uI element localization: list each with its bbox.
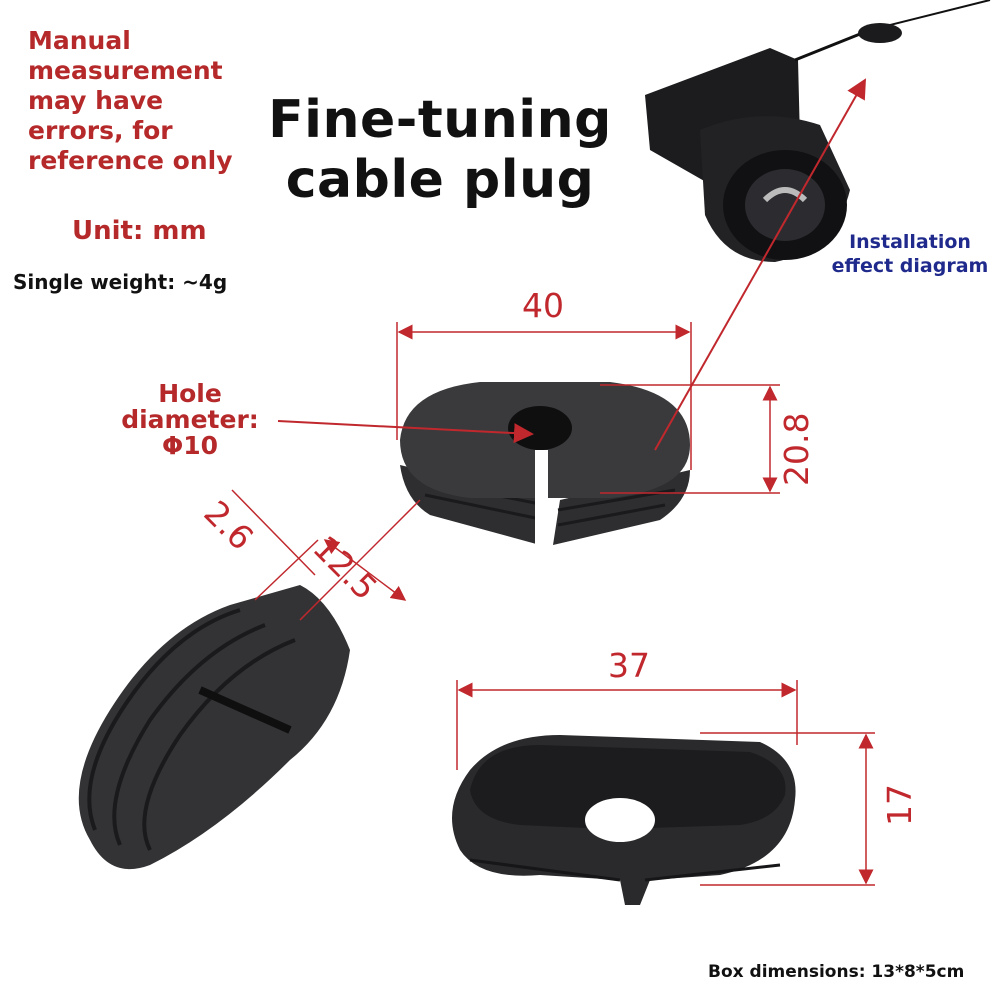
installation-label: Installation effect diagram [831,231,989,277]
weight-label: Single weight: ~4g [13,270,228,294]
install-arrow [654,78,866,451]
plug-top [400,382,690,550]
dim-height-right: 20.8 [777,412,816,486]
measurement-note: Manual measurement may have errors, for … [28,26,233,175]
dimension-lines [231,322,875,886]
dim-length-bottom: 37 [608,646,650,685]
dim-height-bottom: 17 [880,784,919,826]
page-title: Fine-tuning cable plug [268,90,612,210]
plug-side [78,585,350,870]
hole-arrow [277,420,534,444]
box-dimensions-label: Box dimensions: 13*8*5cm [708,962,965,982]
installation-photo [640,0,1001,275]
plug-bottom [452,735,796,905]
unit-label: Unit: mm [72,216,207,246]
dim-length-top: 40 [522,286,564,325]
hole-diameter-label: Hole diameter: Φ10 [121,379,259,460]
